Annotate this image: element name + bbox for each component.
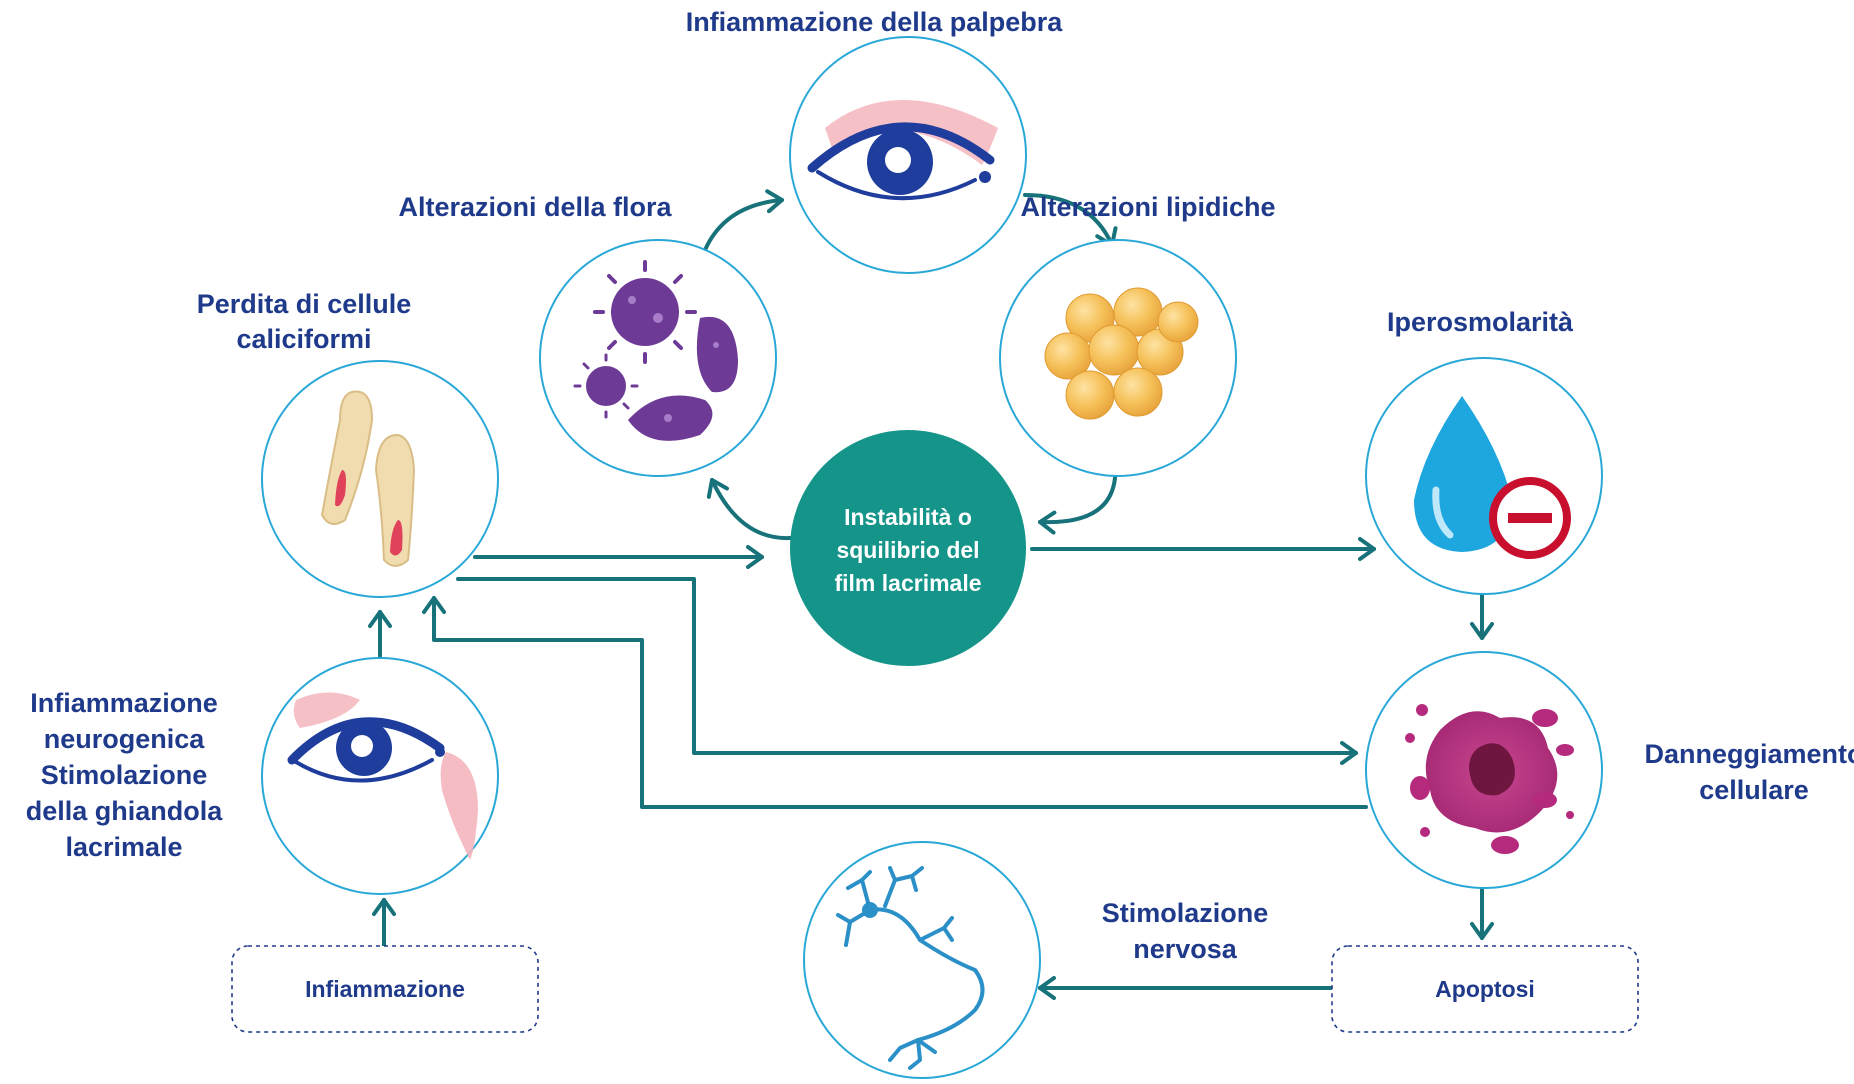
- arrow-flora-to-eyelid: [703, 189, 784, 252]
- neuro-label-line5: lacrimale: [65, 832, 182, 862]
- arrow-center-to-flora: [706, 478, 792, 541]
- neuro-label-line3: Stimolazione: [41, 760, 208, 790]
- lipid-droplets-icon: [1044, 287, 1199, 420]
- inflammation-box-frame: [231, 945, 539, 1033]
- goblet-label-line1: Perdita di cellule: [197, 289, 412, 319]
- inflamed-eyelid-icon: [807, 100, 998, 201]
- arrow-damage-to-goblet: [422, 596, 1368, 809]
- nerve-circle: [803, 841, 1041, 1079]
- bacteria-icon: [573, 260, 738, 441]
- damage-label-line1: Danneggiamento: [1644, 739, 1854, 769]
- nerve-label-line2: nervosa: [1133, 934, 1238, 964]
- arrow-eyelid-to-lipids: [1023, 193, 1118, 247]
- inflammation-box: Infiammazione: [231, 945, 539, 1033]
- damage-label-line2: cellulare: [1699, 775, 1809, 805]
- center-node: Instabilità o squilibrio del film lacrim…: [790, 430, 1026, 666]
- lipids-label: Alterazioni lipidiche: [1020, 192, 1275, 222]
- nerve-label-line1: Stimolazione: [1102, 898, 1269, 928]
- center-label-line1: Instabilità o: [844, 504, 972, 530]
- center-label-line3: film lacrimale: [834, 570, 981, 596]
- connectors: [368, 189, 1494, 1000]
- eyelid-label: Infiammazione della palpebra: [686, 7, 1064, 37]
- arrow-goblet-to-damage: [456, 577, 1358, 765]
- flora-circle: [539, 239, 777, 477]
- inflammation-box-label: Infiammazione: [305, 976, 465, 1002]
- lacrimal-gland-eye-icon: [287, 692, 478, 860]
- apoptosis-box-label: Apoptosi: [1435, 976, 1535, 1002]
- arrow-lipids-to-center: [1038, 476, 1117, 535]
- goblet-node: Perdita di cellule caliciformi: [197, 289, 499, 598]
- apoptosis-box: Apoptosi: [1331, 945, 1639, 1033]
- hyperosmolarity-label: Iperosmolarità: [1387, 307, 1574, 337]
- neuron-icon: [836, 866, 985, 1070]
- flora-node: Alterazioni della flora: [398, 192, 777, 477]
- neuro-label-line2: neurogenica: [44, 724, 206, 754]
- nerve-node: Stimolazione nervosa: [803, 841, 1269, 1079]
- damaged-cell-icon: [1405, 704, 1574, 854]
- center-circle: [790, 430, 1026, 666]
- apoptosis-box-frame: [1331, 945, 1639, 1033]
- damage-node: Danneggiamento cellulare: [1365, 651, 1854, 889]
- goblet-cells-icon: [320, 390, 416, 567]
- lipids-node: Alterazioni lipidiche: [999, 192, 1276, 477]
- goblet-label-line2: caliciformi: [236, 324, 371, 354]
- neuro-label-line4: della ghiandola: [26, 796, 224, 826]
- eyelid-node: Infiammazione della palpebra: [686, 7, 1064, 274]
- hyperosmolarity-node: Iperosmolarità: [1365, 307, 1603, 595]
- neurogenic-node: Infiammazione neurogenica Stimolazione d…: [26, 657, 499, 895]
- flora-label: Alterazioni della flora: [398, 192, 672, 222]
- neuro-label-line1: Infiammazione: [30, 688, 218, 718]
- center-label-line2: squilibrio del: [836, 537, 979, 563]
- drop-minus-icon: [1414, 396, 1571, 559]
